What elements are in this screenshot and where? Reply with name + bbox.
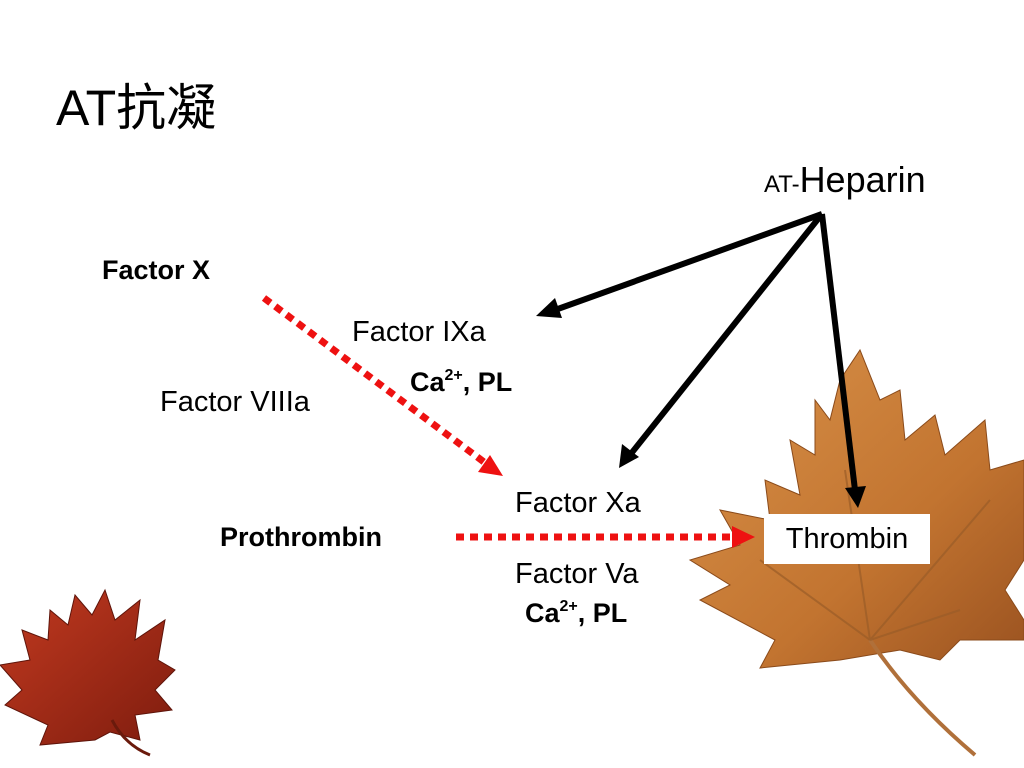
cofactor-ca-pl-lower: Ca2+, PL [525,598,627,629]
ca-charge: 2+ [559,598,578,615]
prothrombin-label: Prothrombin [220,522,382,552]
at-prefix: AT- [764,171,800,198]
inhibition-arrow-to-thrombin [819,213,866,508]
factor-ixa-label: Factor IXa [352,316,486,348]
factor-va-label: Factor Va [515,558,639,590]
at-heparin-label: AT-Heparin [764,158,926,207]
pl-text: , PL [577,598,628,628]
factor-xa-label: Factor Xa [515,487,641,519]
factor-viiia-label: Factor VIIIa [160,386,310,418]
slide-title: AT抗凝 [56,80,217,136]
inhibition-arrow-to-xa [619,212,825,468]
ca-base: Ca [525,598,560,628]
inhibition-arrow-to-ixa [536,211,824,318]
activation-arrow-prothrombin-to-thrombin [456,526,755,548]
thrombin-label: Thrombin [764,514,930,564]
cofactor-ca-pl-upper: Ca2+, PL [410,367,512,398]
red-maple-leaf-icon [0,588,176,757]
activation-arrow-x-to-xa [261,295,503,476]
ca-charge: 2+ [444,367,463,384]
heparin-name: Heparin [799,159,926,200]
factor-x-label: Factor X [102,255,211,285]
pl-text: , PL [462,367,513,397]
ca-base: Ca [410,367,445,397]
